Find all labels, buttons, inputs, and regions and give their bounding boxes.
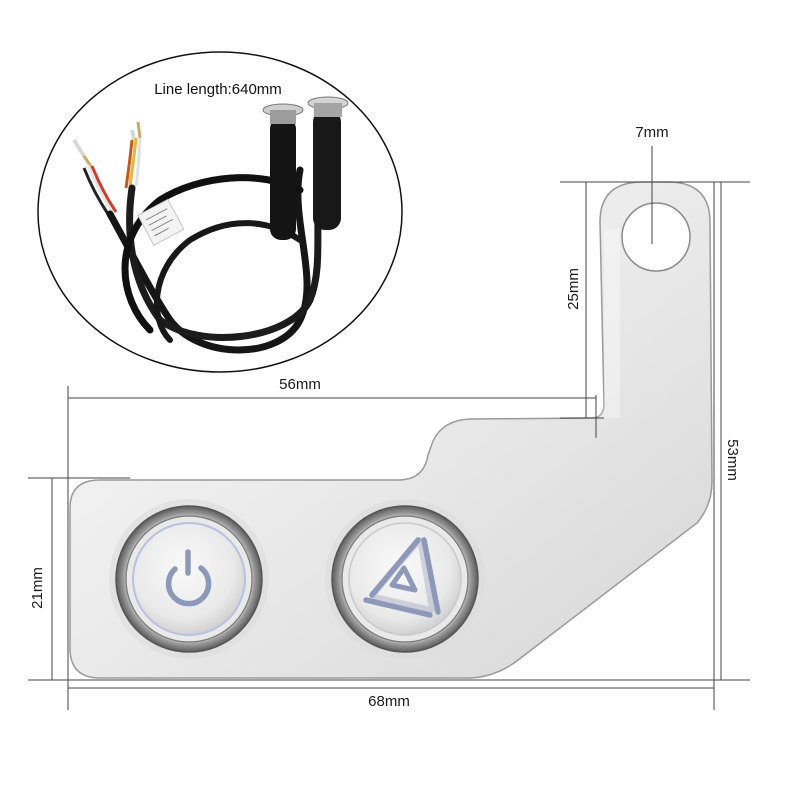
total-height-label: 53mm (724, 439, 741, 481)
wire-yellow (128, 137, 138, 187)
wire-terminal (136, 121, 142, 139)
switch-sleeve (313, 110, 341, 230)
wire-orange (124, 139, 134, 189)
wire-black (82, 167, 110, 215)
wire-red (90, 165, 118, 213)
hole-diameter-label: 7mm (635, 124, 668, 141)
power-icon (165, 549, 212, 607)
wire-terminal (72, 138, 86, 158)
plate-height-label: 21mm (29, 567, 46, 609)
cable-label-tag (137, 198, 185, 246)
switch-head (314, 103, 342, 117)
cable-loop (153, 220, 303, 343)
total-width-label: 68mm (368, 693, 410, 710)
cable-callout: Line length:640mm (37, 51, 403, 373)
cable-main (106, 166, 311, 354)
mounting-hole (621, 202, 691, 272)
switch-sleeve (270, 118, 296, 240)
arm-height-label: 25mm (565, 268, 582, 310)
wire-terminal (130, 129, 136, 141)
top-width-label: 56mm (279, 376, 321, 393)
bracket-highlight (592, 228, 620, 418)
cable-loop (121, 174, 304, 334)
wire-white (134, 137, 142, 187)
hazard-triangle-icon (363, 537, 441, 618)
callout-circle (37, 51, 403, 373)
cable-harness (72, 96, 349, 354)
line-length-label: Line length:640mm (154, 81, 282, 98)
power-button[interactable] (109, 499, 269, 659)
hazard-button[interactable] (325, 499, 485, 659)
switch-bracket (69, 181, 713, 679)
wire-white (86, 164, 114, 213)
switch-head (270, 110, 296, 124)
dimension-lines (28, 146, 750, 710)
cable-main (126, 146, 329, 341)
